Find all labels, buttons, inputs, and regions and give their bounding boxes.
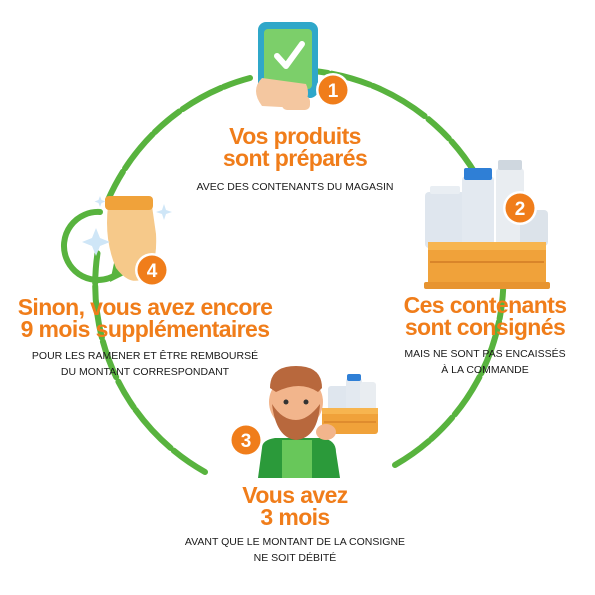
step-3-subtitle-line-1: AVANT QUE LE MONTANT DE LA CONSIGNE — [184, 536, 406, 548]
step-4-subtitle: POUR LES RAMENER ET ÊTRE REMBOURSÉ DU MO… — [30, 348, 260, 380]
step-2-number: 2 — [515, 199, 526, 220]
step-4-title-line-2: 9 mois supplémentaires — [20, 316, 270, 342]
step-1-subtitle: AVEC DES CONTENANTS DU MAGASIN — [190, 179, 400, 195]
step-1-title-line-1: Vos produits — [229, 123, 361, 149]
step-2-subtitle: MAIS NE SONT PAS ENCAISSÉS À LA COMMANDE — [395, 346, 575, 378]
step-3-title-line-2: 3 mois — [260, 504, 330, 530]
step-4-subtitle-line-1: POUR LES RAMENER ET ÊTRE REMBOURSÉ — [31, 350, 259, 362]
step-1-title: Vos produits sont préparés — [200, 123, 390, 171]
step-4-badge: 4 — [135, 253, 169, 287]
step-2-subtitle-line-1: MAIS NE SONT PAS ENCAISSÉS — [404, 348, 566, 360]
customer-with-crate-icon — [258, 366, 378, 478]
step-1-number: 1 — [328, 81, 339, 102]
step-4-title: Sinon, vous avez encore 9 mois supplémen… — [5, 294, 285, 342]
step-2-title: Ces contenants sont consignés — [390, 292, 580, 340]
smartphone-check-icon — [256, 22, 318, 110]
step-2-badge: 2 — [503, 191, 537, 225]
step-2-subtitle-line-2: À LA COMMANDE — [441, 364, 529, 376]
step-1-subtitle-line-1: AVEC DES CONTENANTS DU MAGASIN — [196, 181, 394, 193]
step-4-number: 4 — [147, 261, 158, 282]
step-3-title: Vous avez 3 mois — [200, 482, 390, 530]
step-3-title-line-1: Vous avez — [242, 482, 348, 508]
step-2-title-line-2: sont consignés — [404, 314, 566, 340]
step-1-title-line-2: sont préparés — [222, 145, 368, 171]
step-3-badge: 3 — [229, 423, 263, 457]
step-1-badge: 1 — [316, 73, 350, 107]
step-3-subtitle-line-2: NE SOIT DÉBITÉ — [253, 552, 337, 564]
step-3-number: 3 — [241, 431, 252, 452]
crate-containers-icon — [424, 160, 550, 289]
step-4-subtitle-line-2: DU MONTANT CORRESPONDANT — [60, 366, 230, 378]
step-3-subtitle: AVANT QUE LE MONTANT DE LA CONSIGNE NE S… — [175, 534, 415, 566]
step-4-title-line-1: Sinon, vous avez encore — [17, 294, 273, 320]
step-2-title-line-1: Ces contenants — [403, 292, 567, 318]
